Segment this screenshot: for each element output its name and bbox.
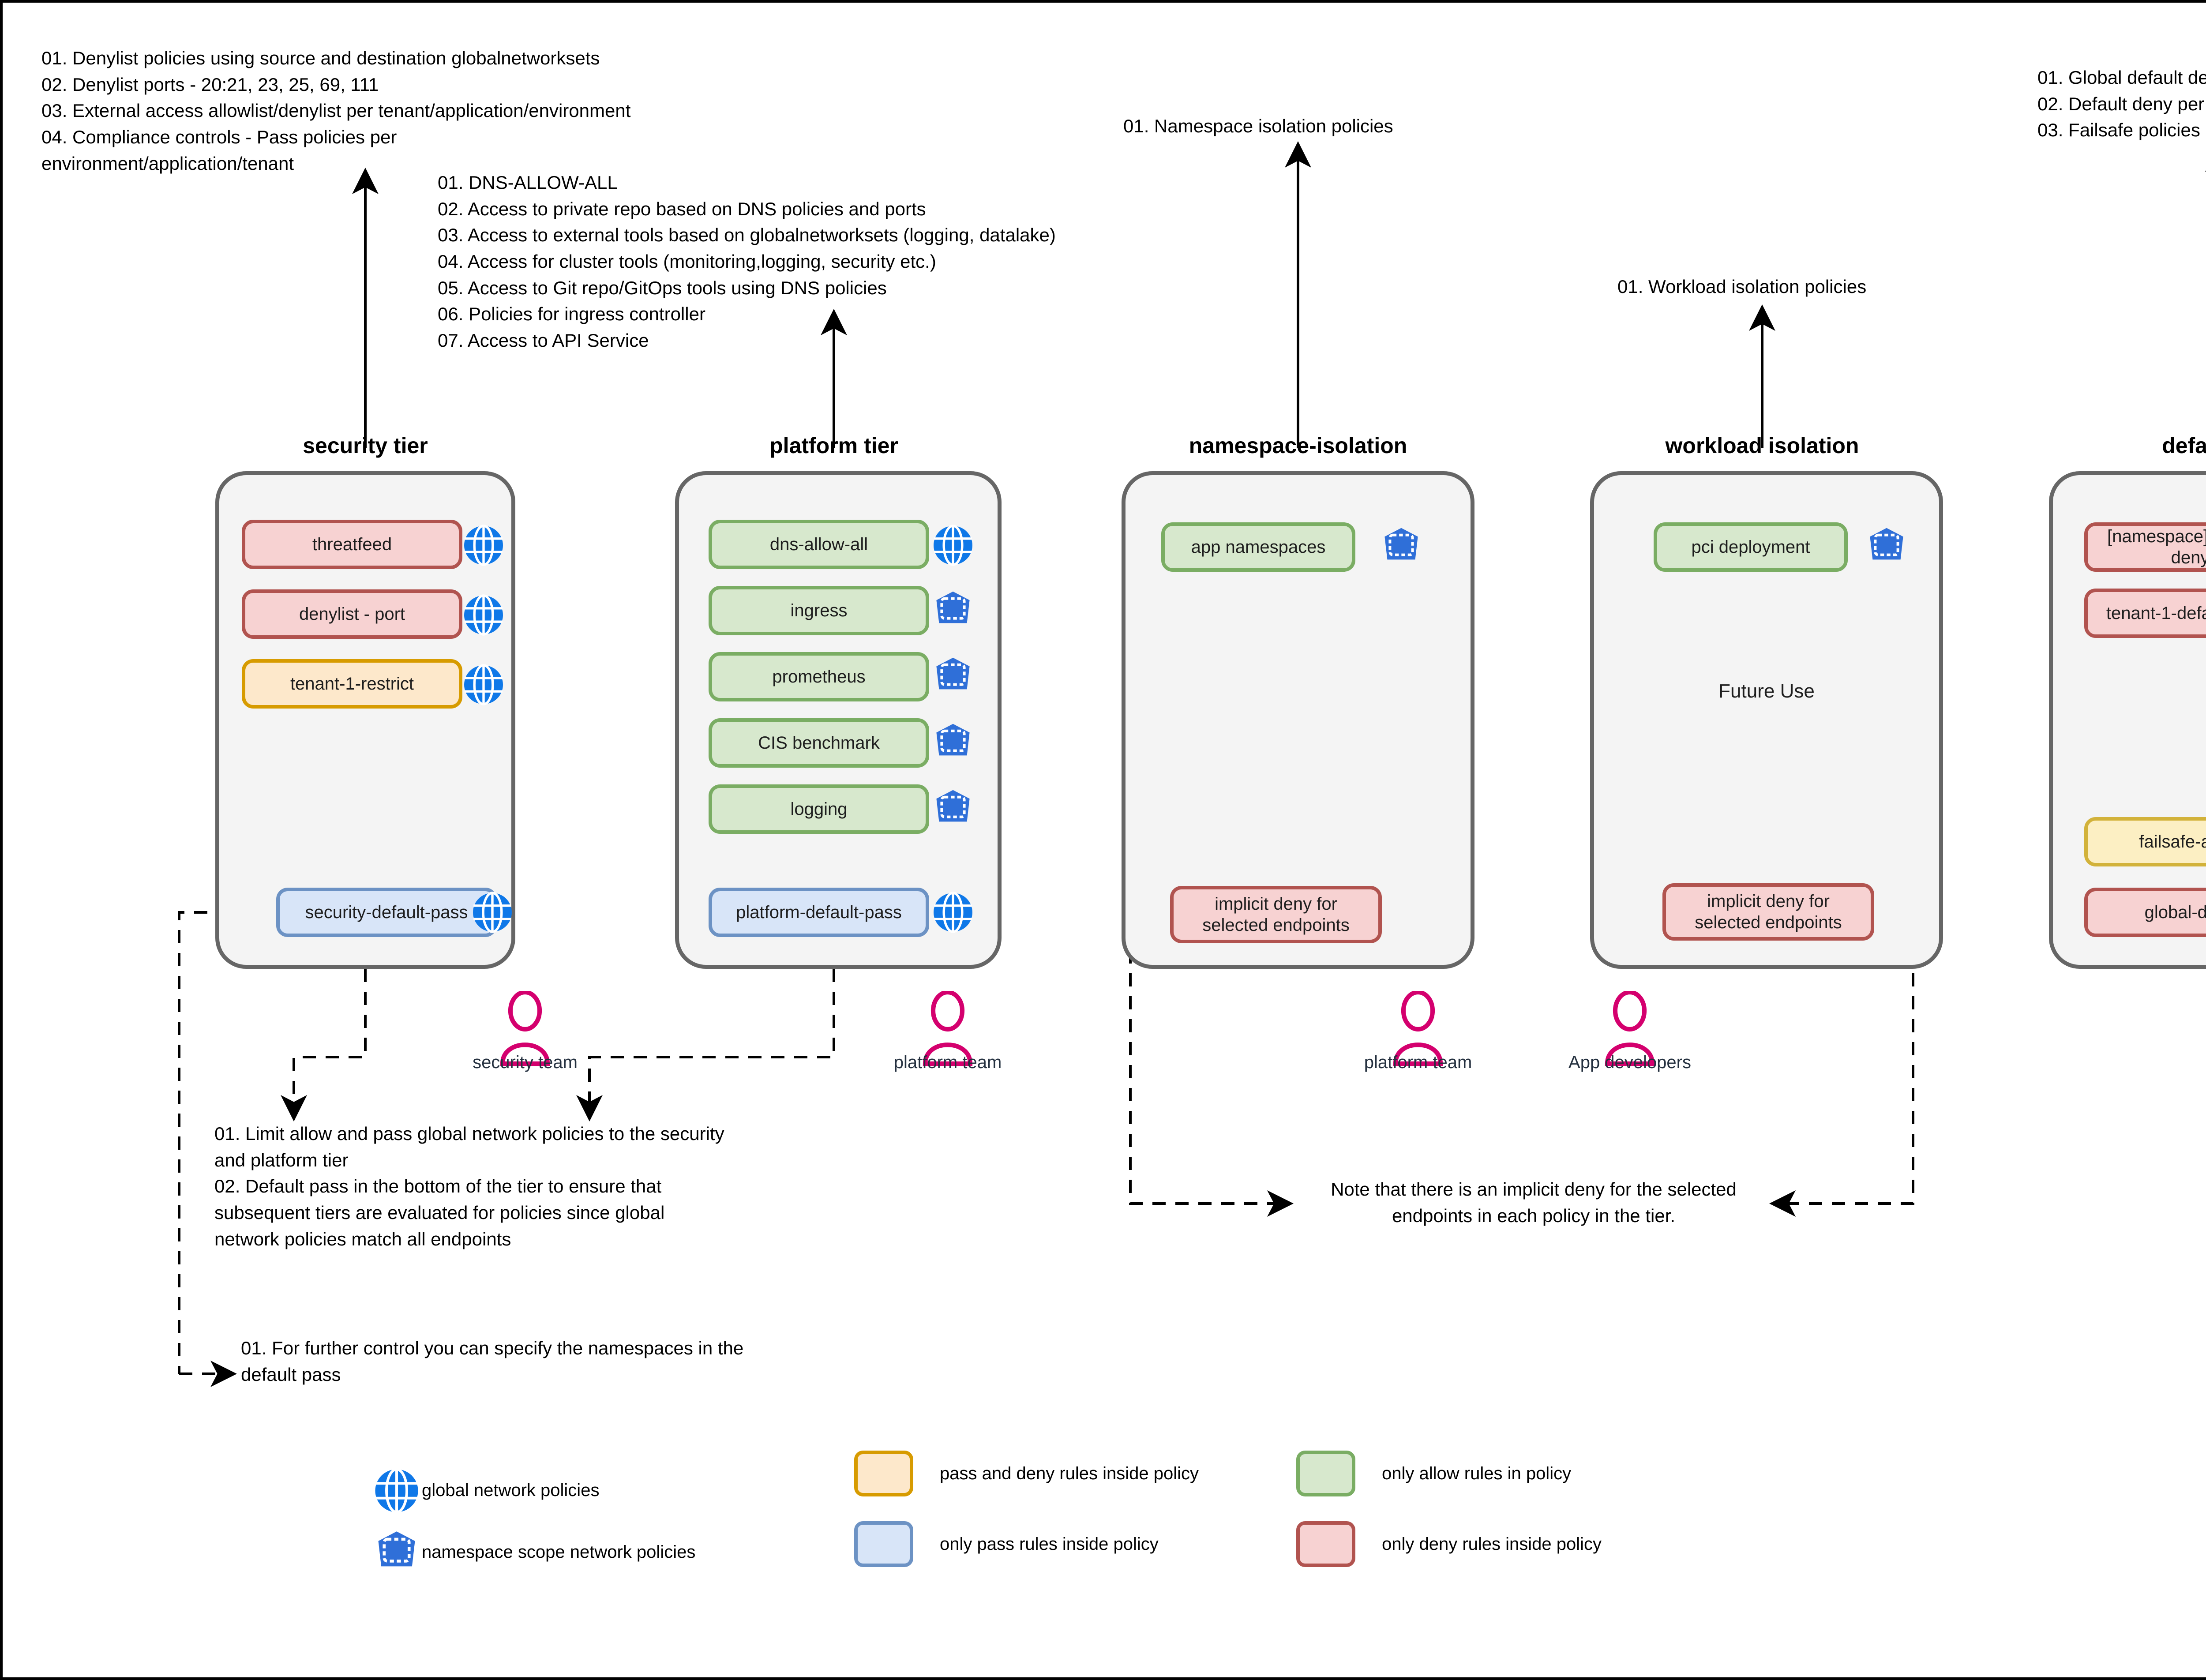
legend-swatch-only-allow bbox=[1296, 1451, 1355, 1496]
policy-implicit-deny-workload[interactable]: implicit deny for selected endpoints bbox=[1662, 883, 1874, 941]
policy-tenant-1-restrict[interactable]: tenant-1-restrict bbox=[242, 659, 462, 709]
namespace-network-policy-icon bbox=[932, 589, 974, 634]
namespace-network-policy-icon bbox=[932, 722, 974, 766]
tier-title-security: security tier bbox=[303, 433, 428, 458]
person-icon-platform-team bbox=[1389, 990, 1447, 1072]
owner-label-app-developers: App developers bbox=[1568, 1053, 1691, 1072]
namespace-network-policy-icon bbox=[1865, 526, 1908, 570]
namespace-network-policy-icon bbox=[932, 788, 974, 832]
global-network-policy-icon bbox=[471, 891, 514, 936]
legend-label-only-pass: only pass rules inside policy bbox=[940, 1534, 1159, 1554]
person-icon-security-team bbox=[496, 990, 554, 1072]
legend-swatch-only-deny bbox=[1296, 1521, 1355, 1567]
owner-label-platform-team-2: platform team bbox=[1364, 1053, 1472, 1072]
legend-label-only-allow: only allow rules in policy bbox=[1382, 1464, 1572, 1483]
placeholder-future-use: Future Use bbox=[1718, 680, 1815, 702]
person-icon-platform-team bbox=[919, 990, 977, 1072]
policy-namespace-default-deny[interactable]: [namespace]-default-deny bbox=[2084, 522, 2206, 572]
global-network-policy-icon bbox=[462, 594, 505, 638]
tier-title-platform: platform tier bbox=[769, 433, 898, 458]
tier-title-workload-isolation: workload isolation bbox=[1665, 433, 1859, 458]
global-network-policy-icon bbox=[932, 891, 974, 936]
tier-title-namespace-isolation: namespace-isolation bbox=[1189, 433, 1407, 458]
policy-failsafe-allow[interactable]: failsafe-allow bbox=[2084, 817, 2206, 866]
legend-label-namespace-scope-network-policies: namespace scope network policies bbox=[422, 1542, 696, 1562]
owner-label-security-team: security team bbox=[473, 1053, 578, 1072]
legend-label-pass-and-deny: pass and deny rules inside policy bbox=[940, 1464, 1199, 1483]
policy-denylist-port[interactable]: denylist - port bbox=[242, 589, 462, 639]
policy-prometheus[interactable]: prometheus bbox=[709, 652, 929, 701]
workload-isolation-note: 01. Workload isolation policies bbox=[1617, 276, 1867, 297]
namespace-isolation-note: 01. Namespace isolation policies bbox=[1123, 116, 1393, 136]
security-bottom-notes: 01. Limit allow and pass global network … bbox=[214, 1123, 724, 1249]
platform-tier-notes: 01. DNS-ALLOW-ALL 02. Access to private … bbox=[438, 172, 1056, 351]
policy-dns-allow-all[interactable]: dns-allow-all bbox=[709, 520, 929, 569]
policy-app-namespaces[interactable]: app namespaces bbox=[1161, 522, 1355, 572]
legend-label-global-network-policies: global network policies bbox=[422, 1481, 600, 1500]
policy-implicit-deny-namespace[interactable]: implicit deny for selected endpoints bbox=[1170, 886, 1382, 943]
policy-security-default-pass[interactable]: security-default-pass bbox=[276, 888, 497, 937]
policy-threatfeed[interactable]: threatfeed bbox=[242, 520, 462, 569]
legend-swatch-pass-and-deny bbox=[854, 1451, 913, 1496]
tier-title-default: default tier bbox=[2162, 433, 2206, 458]
policy-platform-default-pass[interactable]: platform-default-pass bbox=[709, 888, 929, 937]
namespace-network-policy-icon bbox=[932, 656, 974, 700]
legend-label-only-deny: only deny rules inside policy bbox=[1382, 1534, 1602, 1554]
legend-swatch-only-pass bbox=[854, 1521, 913, 1567]
policy-pci-deployment[interactable]: pci deployment bbox=[1654, 522, 1848, 572]
policy-cis-benchmark[interactable]: CIS benchmark bbox=[709, 718, 929, 768]
policy-ingress[interactable]: ingress bbox=[709, 586, 929, 635]
namespace-network-policy-icon bbox=[373, 1529, 420, 1578]
person-icon-app-developers bbox=[1601, 990, 1659, 1072]
policy-global-deny[interactable]: global-deny bbox=[2084, 888, 2206, 937]
global-network-policy-icon bbox=[462, 664, 505, 708]
global-network-policy-icon bbox=[932, 524, 974, 569]
security-tier-notes: 01. Denylist policies using source and d… bbox=[41, 48, 631, 174]
global-network-policy-icon bbox=[373, 1467, 420, 1516]
policy-tenant-1-default-deny[interactable]: tenant-1-default-deny bbox=[2084, 589, 2206, 638]
policy-logging[interactable]: logging bbox=[709, 784, 929, 834]
global-network-policy-icon bbox=[462, 524, 505, 569]
default-pass-note: 01. For further control you can specify … bbox=[241, 1338, 744, 1385]
namespace-network-policy-icon bbox=[1380, 526, 1422, 570]
default-tier-notes: 01. Global default deny 02. Default deny… bbox=[2037, 67, 2206, 141]
owner-label-platform-team: platform team bbox=[893, 1053, 1002, 1072]
implicit-deny-note: Note that there is an implicit deny for … bbox=[1331, 1179, 1737, 1226]
